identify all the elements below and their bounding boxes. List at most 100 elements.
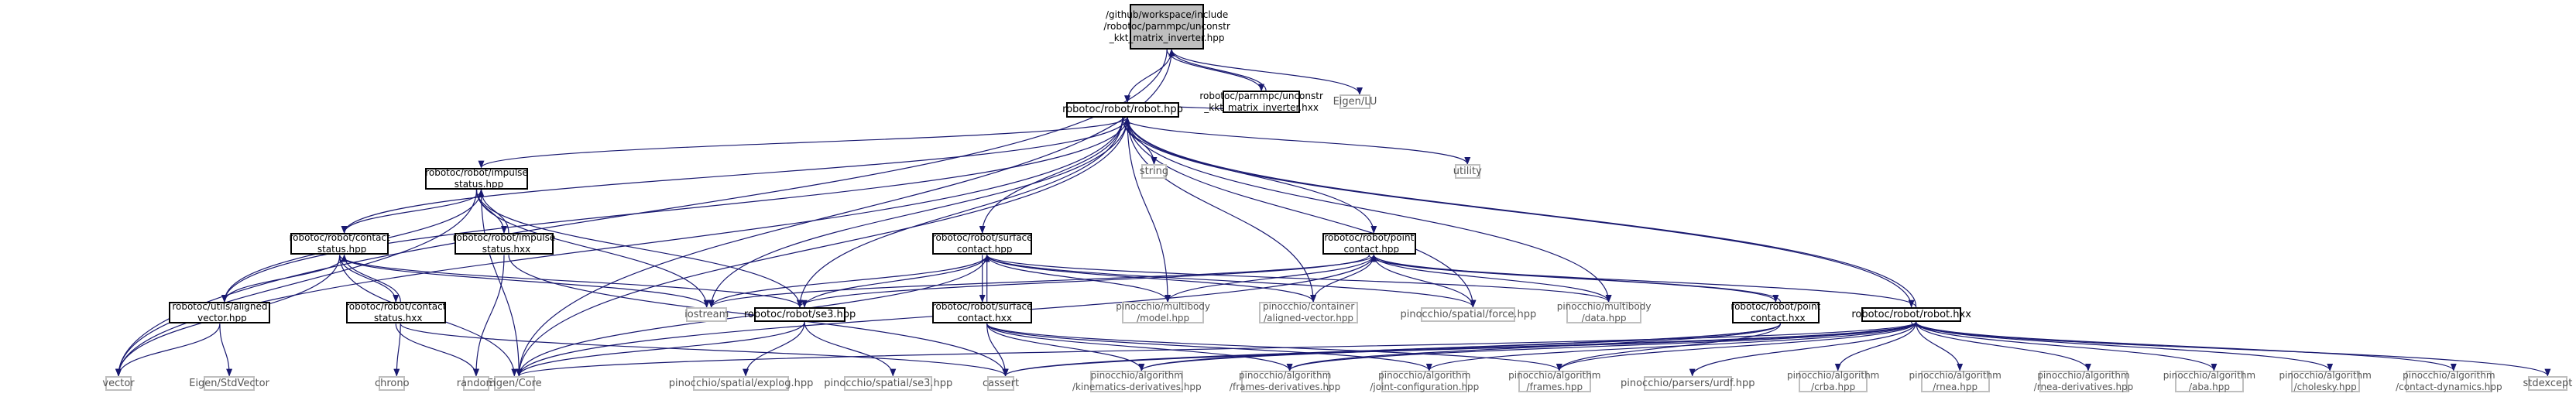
edge-surface-hpp-to-eigen-core (516, 255, 988, 377)
node-eigen-core[interactable]: Eigen/Core (487, 375, 542, 391)
node-random[interactable]: random (457, 375, 496, 391)
edge-robot-hpp-to-eigen-core (516, 117, 1128, 377)
edge-robot-hxx-to-pin-aba (1916, 321, 2218, 371)
edge-robot-hxx-to-pin-rnea-der (1916, 321, 2091, 371)
edge-surface-hxx-to-pin-joint-conf (986, 323, 1432, 371)
edge-point-hxx-to-pin-frames-der (1286, 323, 1782, 371)
edge-surface-hxx-to-pin-kin-der (986, 323, 1145, 371)
node-pin-urdf[interactable]: pinocchio/parsers/urdf.hpp (1621, 375, 1754, 391)
edge-robot-hpp-to-pin-data (1127, 117, 1612, 303)
node-pin-force[interactable]: pinocchio/spatial/force.hpp (1400, 306, 1536, 323)
edge-robot-hxx-to-eigen-core (516, 321, 1917, 377)
node-pin-explog[interactable]: pinocchio/spatial/explog.hpp (669, 375, 813, 391)
node-surface-hxx[interactable]: robotoc/robot/surface _contact.hxx (931, 301, 1033, 324)
edge-impulse-hpp-to-se3-hpp (475, 190, 803, 308)
edge-impulse-hpp-to-contact-hpp (341, 189, 482, 234)
node-pin-kin-der[interactable]: pinocchio/algorithm /kinematics-derivati… (1072, 370, 1202, 393)
edge-root-to-uinv-hxx (1166, 49, 1265, 92)
node-stdexcept[interactable]: stdexcept (2523, 375, 2572, 391)
edge-surface-hpp-to-pin-data (986, 254, 1612, 303)
node-chrono[interactable]: chrono (375, 375, 410, 391)
edge-impulse-hxx-to-random (472, 255, 505, 377)
edge-contact-hxx-to-chrono (393, 323, 401, 377)
node-vector[interactable]: vector (102, 375, 135, 391)
edge-robot-hxx-to-pin-urdf (1689, 321, 1917, 377)
edge-point-hpp-to-pin-model (1165, 255, 1374, 303)
node-impulse-hpp[interactable]: robotoc/robot/impulse _status.hpp (424, 166, 529, 190)
node-se3-hpp[interactable]: robotoc/robot/se3.hpp (744, 306, 856, 323)
node-string[interactable]: string (1140, 164, 1168, 180)
edge-point-hpp-to-iostream (708, 254, 1374, 308)
edge-impulse-hpp-to-eigen-core (480, 190, 523, 377)
edge-robot-hxx-to-robot-hpp (1124, 116, 1917, 307)
edge-impulse-hpp-to-vector (115, 190, 478, 377)
edge-surface-hxx-to-cassert (986, 323, 1009, 377)
edge-se3-hpp-to-eigen-core (516, 321, 805, 377)
edge-robot-hxx-to-pin-frames-der (1286, 321, 1917, 371)
edge-robot-hxx-to-pin-cholesky (1916, 321, 2334, 371)
node-pin-cholesky[interactable]: pinocchio/algorithm /cholesky.hpp (2279, 370, 2372, 393)
edge-robot-hpp-to-robot-hxx (1122, 117, 1915, 308)
edge-robot-hxx-to-point-hpp (1370, 254, 1917, 307)
node-pin-frames[interactable]: pinocchio/algorithm /frames.hpp (1508, 370, 1601, 393)
node-contact-hxx[interactable]: robotoc/robot/contact _status.hxx (345, 301, 447, 324)
edge-surface-hxx-to-pin-frames (986, 323, 1562, 371)
edge-surface-hpp-to-se3-hpp (801, 255, 988, 308)
node-contact-hpp[interactable]: robotoc/robot/contact _status.hpp (289, 232, 390, 255)
node-pin-se3[interactable]: pinocchio/spatial/se3.hpp (824, 375, 952, 391)
edge-point-hpp-to-pin-data (1373, 255, 1612, 303)
edge-robot-hpp-to-iostream (708, 117, 1128, 308)
edge-point-hpp-to-se3-hpp (797, 254, 1370, 308)
node-pin-joint-conf[interactable]: pinocchio/algorithm /joint-configuration… (1370, 370, 1480, 393)
node-pin-rnea-der[interactable]: pinocchio/algorithm /rnea-derivatives.hp… (2033, 370, 2134, 393)
edge-robot-hxx-to-pin-kin-der (1138, 321, 1917, 371)
edge-robot-hpp-to-aligned-vec (221, 117, 1128, 303)
edge-point-hpp-to-pin-force (1373, 255, 1477, 308)
node-pin-frames-der[interactable]: pinocchio/algorithm /frames-derivatives.… (1229, 370, 1341, 393)
node-pin-data[interactable]: pinocchio/multibody /data.hpp (1556, 301, 1652, 324)
edge-surface-hpp-to-pin-force (986, 255, 1477, 308)
node-utility[interactable]: utility (1453, 164, 1482, 180)
node-uinv-hxx[interactable]: robotoc/parnmpc/unconstr _kkt_matrix_inv… (1199, 90, 1323, 113)
node-eigen-stdvec[interactable]: Eigen/StdVector (189, 375, 269, 391)
node-iostream[interactable]: iostream (684, 306, 729, 323)
node-pin-rnea[interactable]: pinocchio/algorithm /rnea.hpp (1909, 370, 2001, 393)
node-robot-hxx[interactable]: robotoc/robot/robot.hxx (1851, 306, 1971, 323)
edge-contact-hxx-to-random (395, 323, 479, 377)
node-pin-contact-dyn[interactable]: pinocchio/algorithm /contact-dynamics.hp… (2396, 370, 2502, 393)
node-point-hpp[interactable]: robotoc/robot/point _contact.hpp (1322, 232, 1416, 255)
edge-uinv-hxx-to-root (1168, 48, 1267, 91)
edge-robot-hxx-to-pin-frames (1556, 321, 1917, 371)
edge-aligned-vec-to-eigen-stdvec (219, 323, 233, 377)
edge-robot-hxx-to-pin-contact-dyn (1916, 321, 2457, 371)
node-aligned-vec[interactable]: robotoc/utils/aligned _vector.hpp (169, 301, 271, 324)
edge-point-hxx-to-pin-frames (1556, 323, 1782, 371)
edge-robot-hpp-to-vector (115, 117, 1123, 377)
edge-robot-hxx-to-pin-crba (1834, 322, 1917, 371)
edge-robot-hpp-to-contact-hpp (341, 117, 1128, 234)
edge-robot-hpp-to-point-hpp (1127, 117, 1377, 234)
node-point-hxx[interactable]: robotoc/robot/point _contact.hxx (1730, 301, 1821, 324)
edge-contact-hpp-to-iostream (339, 255, 710, 308)
edge-impulse-hpp-to-iostream (475, 190, 710, 308)
edge-surface-hpp-to-iostream (708, 255, 988, 308)
node-pin-crba[interactable]: pinocchio/algorithm /crba.hpp (1787, 370, 1880, 393)
edge-robot-hxx-to-stdexcept (1911, 321, 2551, 377)
node-pin-aba[interactable]: pinocchio/algorithm /aba.hpp (2163, 370, 2256, 393)
node-cassert[interactable]: cassert (983, 375, 1019, 391)
node-impulse-hxx[interactable]: robotoc/robot/impulse _status.hxx (452, 232, 556, 255)
edge-se3-hpp-to-pin-se3 (804, 322, 897, 377)
edge-point-hxx-to-point-hpp (1370, 254, 1782, 303)
edge-robot-hpp-to-impulse-hpp (478, 117, 1128, 169)
node-pin-aligned[interactable]: pinocchio/container /aligned-vector.hpp (1258, 301, 1359, 324)
node-robot-hpp[interactable]: robotoc/robot/robot.hpp (1062, 102, 1183, 118)
node-surface-hpp[interactable]: robotoc/robot/surface _contact.hpp (931, 232, 1033, 255)
node-pin-model[interactable]: pinocchio/multibody /model.hpp (1116, 301, 1211, 324)
edge-surface-hpp-to-pin-model (986, 255, 1171, 303)
edge-robot-hxx-to-pin-joint-conf (1426, 321, 1917, 371)
node-eigen-lu[interactable]: Eigen/LU (1333, 94, 1377, 110)
node-root[interactable]: /github/workspace/include /robotoc/parnm… (1103, 3, 1230, 50)
edge-root-to-robot-hpp (1124, 49, 1172, 104)
